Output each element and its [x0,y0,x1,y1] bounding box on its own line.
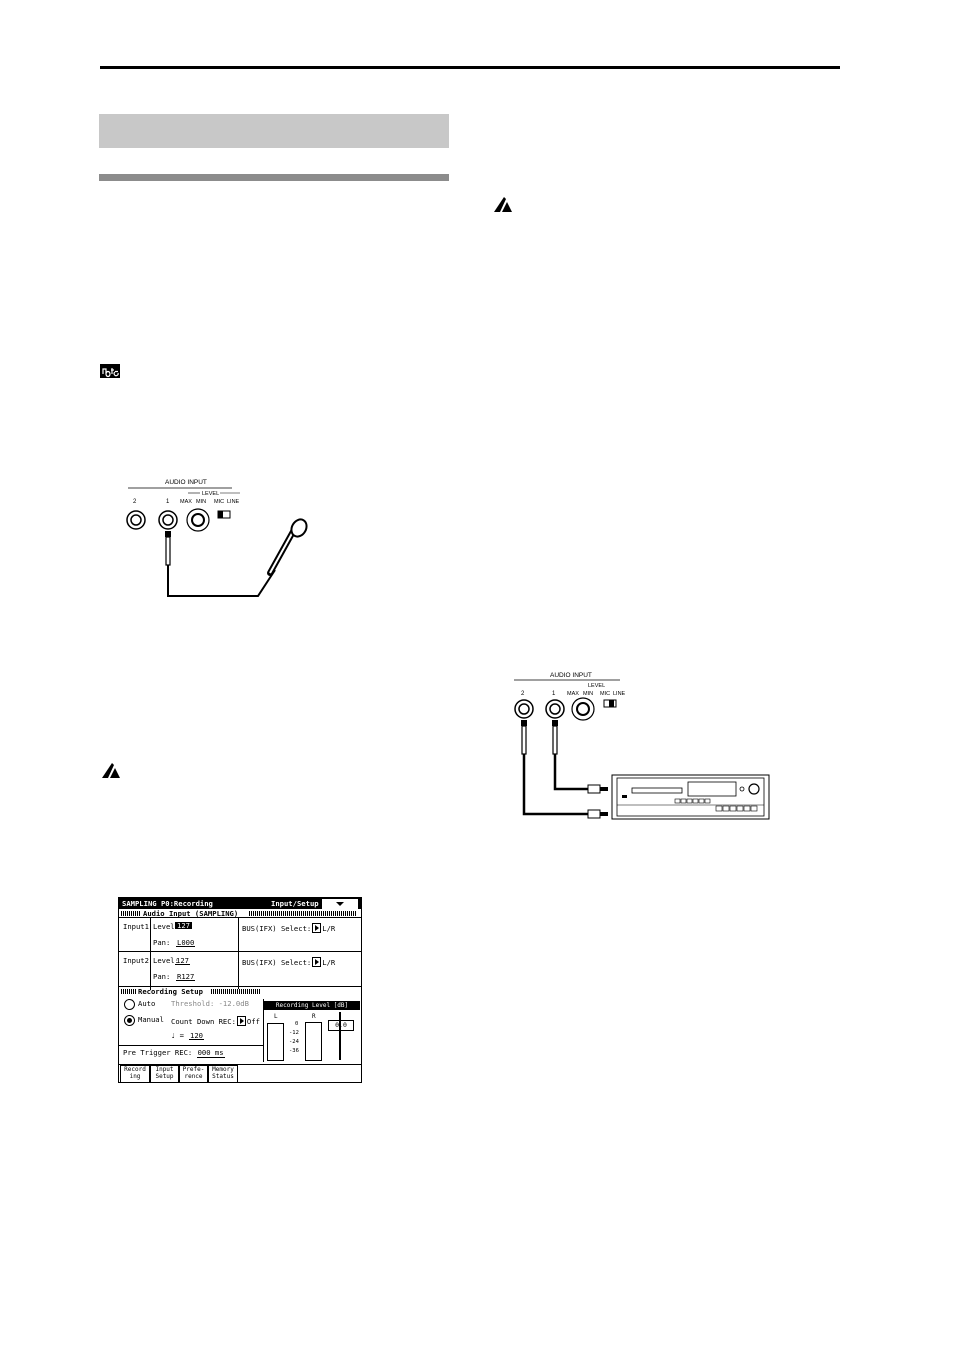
tab-recording[interactable]: Record ing [120,1065,150,1082]
min-label: MIN [196,499,206,505]
divider [119,1045,263,1046]
scale-36: -36 [289,1048,299,1054]
section-title-band [99,114,449,148]
divider [263,999,264,1062]
input1-bus-value[interactable]: L/R [322,924,336,933]
meter-r-label: R [312,1013,316,1020]
input2-pan-value[interactable]: R127 [176,972,196,982]
jack-2-label: 2 [521,691,525,697]
lcd-page-menu-label: Input/Setup [271,899,319,908]
mic-connection-diagram: AUDIO INPUT LEVEL 2 1 MAX MIN MIC LINE [126,479,308,597]
tempo-symbol: ♩ = [171,1031,184,1040]
audio-input-header: Audio Input (SAMPLING) [143,909,239,918]
input1-label: Input1 [123,922,149,931]
warning-icon [494,197,512,212]
mic-label: MIC [600,691,610,697]
divider [238,918,239,990]
lcd-page-title: SAMPLING P0:Recording [122,899,213,908]
pretrigger-value[interactable]: 000 ms [196,1048,225,1058]
input2-bus-value[interactable]: L/R [322,958,336,967]
subsection-rule [99,174,449,181]
scale-12: -12 [289,1030,299,1036]
lcd-title-bar: SAMPLING P0:Recording Input/Setup [119,898,361,909]
input2-label: Input2 [123,956,149,965]
audio-input-label: AUDIO INPUT [550,672,592,679]
input1-pan-label: Pan: [153,938,171,947]
level-label: LEVEL [202,491,219,497]
cd-connection-diagram: AUDIO INPUT LEVEL 2 1 MAX MIN MIC LINE [514,672,770,820]
jack-1-label: 1 [552,691,556,697]
auto-radio[interactable] [124,999,135,1010]
countdown-popup-icon[interactable] [236,1016,246,1026]
min-label: MIN [583,691,593,697]
divider [119,1064,361,1065]
tab-memory-status[interactable]: Memory Status [208,1065,238,1082]
input2-bus-label: BUS(IFX) Select: [242,958,312,967]
input2-level-value[interactable]: 127 [175,956,190,966]
jack-1-label: 1 [166,499,170,505]
auto-label: Auto [138,999,156,1008]
input2-pan-label: Pan: [153,972,171,981]
input1-level-value[interactable]: 127 [175,921,192,930]
input1-level-label: Level: [153,922,179,931]
input1-pan-value[interactable]: L000 [176,938,196,948]
mic-label: MIC [214,499,224,505]
input1-bus-popup-icon[interactable] [312,923,322,933]
countdown-value[interactable]: Off [246,1017,260,1026]
jack-2-label: 2 [133,499,137,505]
pretrigger-label: Pre Trigger REC: [123,1048,193,1057]
note-icon [100,364,120,378]
audio-input-label: AUDIO INPUT [165,479,207,486]
hatch-right [249,911,357,916]
warning-icon [102,763,120,778]
lcd-screen: SAMPLING P0:Recording Input/Setup Audio … [118,897,362,1083]
tab-input-setup[interactable]: Input Setup [150,1065,179,1082]
max-label: MAX [567,691,579,697]
hatch-right [211,989,261,994]
meter-l-label: L [274,1013,278,1020]
manual-radio[interactable] [124,1015,135,1026]
level-meter-right [305,1022,322,1061]
header-rule [100,66,840,69]
recording-setup-header: Recording Setup [138,987,203,996]
hatch-left [121,911,141,916]
fader-value[interactable]: 0.0 [328,1020,354,1031]
input2-bus-popup-icon[interactable] [312,957,322,967]
line-label: LINE [227,499,240,505]
input2-level-label: Level: [153,956,179,965]
page-menu-button[interactable] [322,899,358,909]
threshold-text: Threshold: -12.0dB [171,999,249,1008]
tab-preference[interactable]: Prefe- rence [179,1065,208,1082]
line-label: LINE [613,691,626,697]
input1-bus-label: BUS(IFX) Select: [242,924,312,933]
divider [119,951,361,952]
scale-24: -24 [289,1039,299,1045]
level-meter-left [267,1023,284,1061]
divider [119,986,361,987]
tab-preference-label: Prefe- rence [182,1066,205,1080]
tab-recording-label: Record ing [124,1066,146,1080]
tempo-value[interactable]: 120 [189,1031,204,1041]
level-label: LEVEL [588,683,605,689]
divider [150,918,151,990]
manual-label: Manual [138,1015,164,1024]
divider [119,917,361,918]
countdown-label: Count Down REC: [171,1017,236,1026]
tab-memory-status-label: Memory Status [212,1066,234,1080]
tab-input-setup-label: Input Setup [155,1066,174,1080]
fader-track[interactable] [339,1012,341,1060]
rec-level-header: Recording Level [dB] [264,1001,360,1010]
max-label: MAX [180,499,192,505]
scale-0: 0 [295,1021,299,1027]
hatch-left [121,989,137,994]
